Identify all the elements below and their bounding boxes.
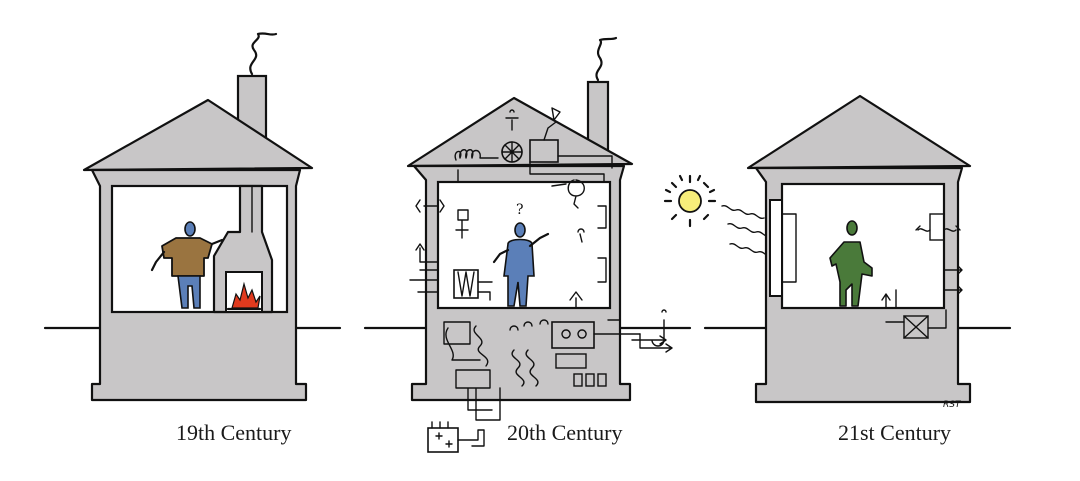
room-devices — [881, 213, 963, 339]
person-21st-century — [829, 220, 873, 307]
caption-19th-century: 19th Century — [176, 420, 292, 445]
room — [780, 182, 946, 310]
person-19th-century — [150, 221, 224, 309]
caption-20th-century: 20th Century — [507, 420, 623, 445]
caption-21st-century: 21st Century — [838, 420, 952, 445]
house-20th-century: ? — [406, 36, 673, 453]
window — [769, 199, 783, 297]
sun-icon — [663, 174, 717, 228]
basement-equipment — [427, 309, 673, 453]
roof — [746, 94, 972, 170]
question-mark-icon: ? — [516, 202, 524, 218]
room-devices — [409, 179, 607, 309]
house-21st-century — [746, 94, 972, 404]
person-20th-century — [492, 222, 550, 307]
fire-icon — [231, 281, 261, 309]
artist-signature: RST — [943, 400, 961, 410]
smoke-icon — [595, 36, 618, 82]
house-19th-century — [82, 32, 314, 402]
roof — [82, 98, 314, 172]
hvac-equipment-icon — [454, 107, 613, 183]
smoke-icon — [249, 32, 278, 76]
